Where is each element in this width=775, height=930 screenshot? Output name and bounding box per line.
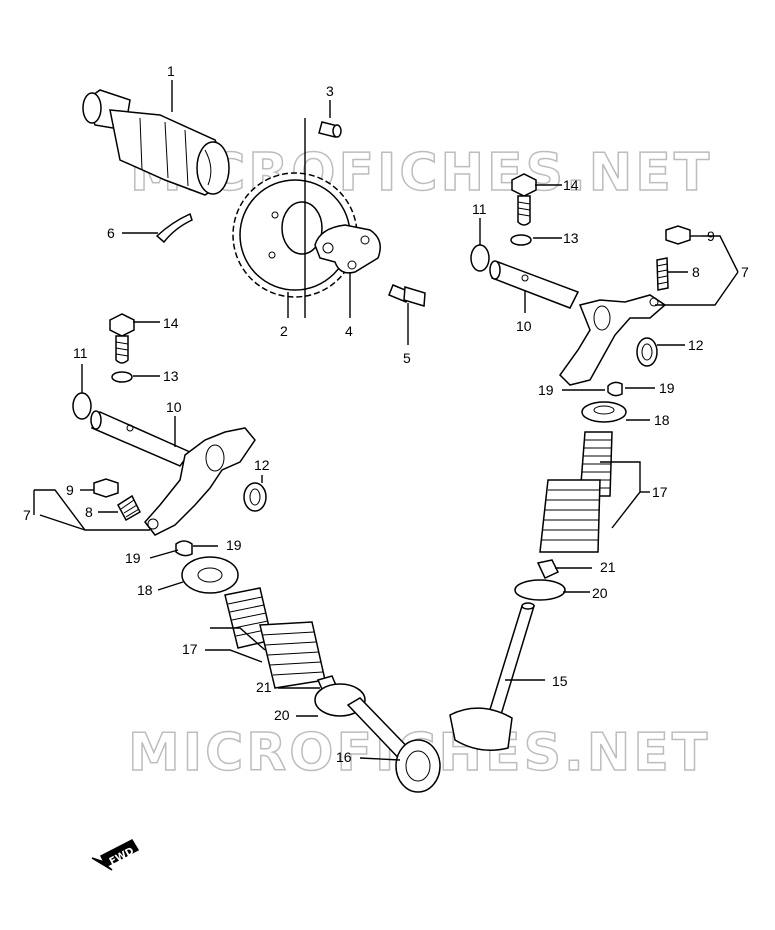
- cotters-19-right: [607, 381, 623, 397]
- callout-5: 5: [403, 350, 411, 366]
- leader-lines: [33, 80, 739, 761]
- callout-17-left: 17: [182, 641, 198, 657]
- callout-19-left-a: 19: [125, 550, 141, 566]
- callout-19-right-b: 19: [659, 380, 675, 396]
- callout-12-right: 12: [688, 337, 704, 353]
- oring-11-left: [72, 392, 92, 420]
- callout-7-right: 7: [741, 264, 749, 280]
- callout-1: 1: [167, 63, 175, 79]
- rocker-shaft-right: [489, 260, 580, 309]
- adjust-screw-8-left: [117, 494, 141, 522]
- camshaft: [82, 89, 230, 196]
- callout-9-right: 9: [707, 228, 715, 244]
- oring-11-right: [470, 244, 490, 272]
- callout-21-right: 21: [600, 559, 616, 575]
- nut-9-right: [665, 225, 691, 245]
- seal-21-right: [536, 559, 560, 579]
- rocker-shaft-left: [90, 410, 192, 467]
- callout-2: 2: [280, 323, 288, 339]
- springs-17-right: [539, 431, 613, 553]
- dowel-pin: [318, 121, 342, 138]
- washer-12-right: [636, 337, 658, 367]
- callout-10-right: 10: [516, 318, 532, 334]
- callout-9-left: 9: [66, 482, 74, 498]
- callout-13-left: 13: [163, 368, 179, 384]
- callout-20-right: 20: [592, 585, 608, 601]
- rocker-arm-right: [559, 294, 667, 386]
- spring-seat-20-right: [514, 579, 566, 601]
- callout-18-left: 18: [137, 582, 153, 598]
- exhaust-valve: [449, 602, 536, 751]
- callout-17-right: 17: [652, 484, 668, 500]
- callout-labels: 1 3 6 2 4 5 14 13 11 10 9 8 7 12 19 19 1…: [23, 63, 749, 765]
- callout-13-right: 13: [563, 230, 579, 246]
- callout-21-left: 21: [256, 679, 272, 695]
- callout-10-left: 10: [166, 399, 182, 415]
- callout-16: 16: [336, 749, 352, 765]
- cotters-19-left: [175, 540, 193, 557]
- bolt-14-left: [109, 313, 135, 364]
- clip: [155, 212, 193, 244]
- callout-20-left: 20: [274, 707, 290, 723]
- retainer-18-right: [581, 401, 627, 423]
- callout-7-left: 7: [23, 507, 31, 523]
- adjust-screw-8-right: [656, 257, 669, 291]
- decomp-plate: [314, 224, 381, 274]
- callout-6: 6: [107, 225, 115, 241]
- callout-12-left: 12: [254, 457, 270, 473]
- callout-14-left: 14: [163, 315, 179, 331]
- retainer-18-left: [181, 556, 239, 594]
- intake-valve: [346, 697, 441, 793]
- callout-19-right-a: 19: [538, 382, 554, 398]
- callout-8-left: 8: [85, 504, 93, 520]
- washer-13-left: [111, 371, 133, 383]
- bolt-5: [388, 284, 426, 307]
- callout-4: 4: [345, 323, 353, 339]
- washer-13-right: [510, 234, 532, 246]
- springs-17-left: [224, 587, 326, 689]
- callout-11-right: 11: [472, 201, 487, 217]
- bolt-14-right: [511, 173, 537, 226]
- callout-11-left: 11: [73, 345, 88, 361]
- callout-18-right: 18: [654, 412, 670, 428]
- callout-3: 3: [326, 83, 334, 99]
- washer-12-left: [243, 482, 267, 512]
- nut-9-left: [93, 478, 119, 498]
- callout-19-left-b: 19: [226, 537, 242, 553]
- rocker-arm-left: [144, 427, 256, 536]
- callout-14-right: 14: [563, 177, 579, 193]
- callout-8-right: 8: [692, 264, 700, 280]
- fwd-arrow-icon: FWD: [91, 839, 140, 871]
- callout-15: 15: [552, 673, 568, 689]
